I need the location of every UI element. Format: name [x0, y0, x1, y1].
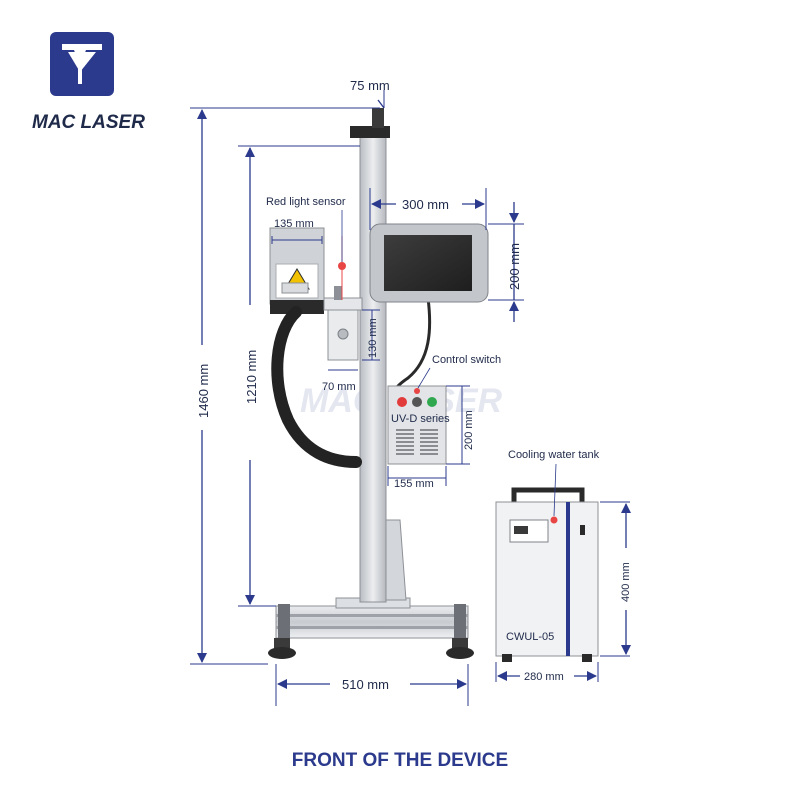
tank-handle	[511, 487, 585, 502]
label-cooling-water-tank: Cooling water tank	[508, 449, 600, 461]
dim-tank-height: 400 mm	[620, 562, 632, 602]
screen-display	[384, 235, 472, 291]
dim-column-height: 1210 mm	[244, 350, 259, 404]
column-top-cap	[350, 126, 390, 138]
stop-button[interactable]	[397, 397, 407, 407]
tank-display-panel	[509, 519, 549, 543]
dim-screen-width: 300 mm	[402, 197, 449, 212]
start-button[interactable]	[427, 397, 437, 407]
dim-bracket-height: 130 mm	[367, 318, 379, 358]
dim-top-width: 75 mm	[350, 78, 390, 93]
key-switch[interactable]	[412, 397, 422, 407]
tank-model-label: CWUL-05	[506, 631, 554, 643]
control-box: UV-D series	[387, 385, 450, 465]
footer-caption: FRONT OF THE DEVICE	[292, 750, 508, 771]
control-box-vent	[396, 429, 438, 455]
right-caster	[446, 638, 474, 659]
dim-total-height: 1460 mm	[196, 364, 211, 418]
control-box-series: UV-D series	[391, 413, 450, 425]
dim-bracket-width: 70 mm	[322, 381, 356, 393]
base-rail	[275, 605, 469, 639]
red-light-sensor-indicator	[338, 262, 346, 270]
dim-tank-width: 280 mm	[524, 671, 564, 683]
lifting-column	[359, 135, 387, 603]
label-control-switch: Control switch	[432, 354, 501, 366]
laser-head	[269, 227, 325, 314]
dim-control-box-height: 200 mm	[463, 410, 475, 450]
mounting-bracket	[323, 286, 363, 361]
dim-screen-height: 200 mm	[507, 243, 522, 290]
label-red-light-sensor: Red light sensor	[266, 196, 346, 208]
fiber-cable	[271, 306, 362, 468]
laser-marking-machine: UV-D series	[268, 108, 489, 659]
dim-control-box-width: 155 mm	[394, 478, 434, 490]
brand-name: MAC LASER	[32, 112, 145, 133]
dim-laser-head-width: 135 mm	[274, 218, 314, 230]
touch-screen	[369, 223, 489, 303]
left-caster	[268, 638, 296, 659]
dim-base-width: 510 mm	[342, 677, 389, 692]
cooling-water-tank: CWUL-05	[495, 487, 599, 662]
brand-logo: MAC LASER	[32, 32, 145, 133]
